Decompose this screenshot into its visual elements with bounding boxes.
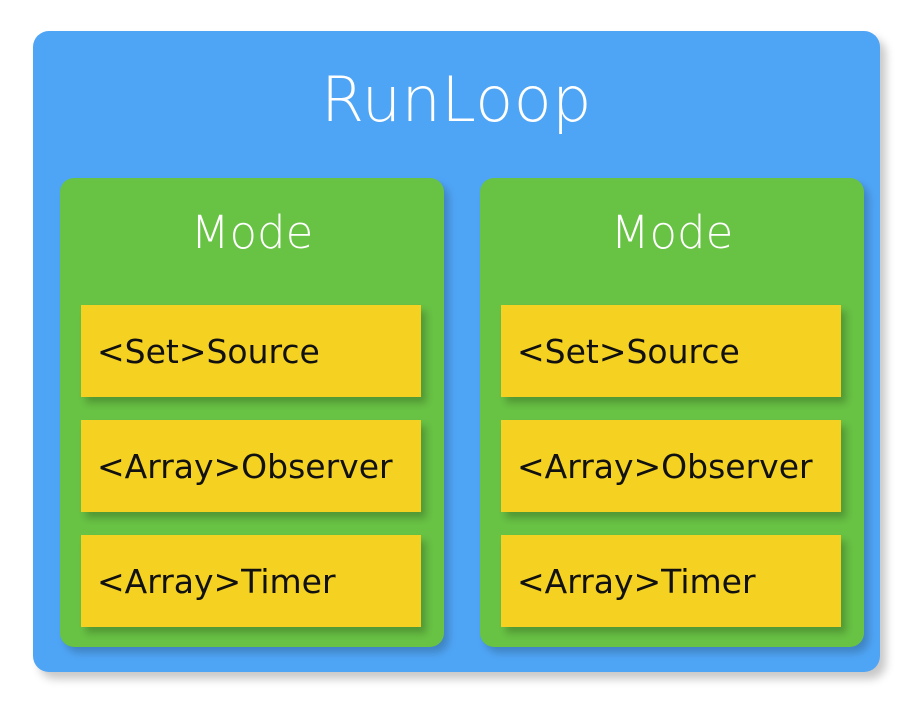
mode-1-item-source: <Set>Source xyxy=(81,305,421,397)
mode-container-1: Mode <Set>Source <Array>Observer <Array>… xyxy=(60,178,444,647)
mode-1-item-observer: <Array>Observer xyxy=(81,420,421,512)
mode-2-item-observer: <Array>Observer xyxy=(501,420,841,512)
mode-title-2: Mode xyxy=(610,206,734,259)
mode-2-item-observer-label: <Array>Observer xyxy=(517,446,813,486)
mode-1-item-source-label: <Set>Source xyxy=(97,331,320,371)
mode-container-2: Mode <Set>Source <Array>Observer <Array>… xyxy=(480,178,864,647)
mode-2-item-source-label: <Set>Source xyxy=(517,331,740,371)
mode-2-item-timer-label: <Array>Timer xyxy=(517,561,756,601)
runloop-title: RunLoop xyxy=(320,63,593,136)
mode-title-1: Mode xyxy=(190,206,314,259)
mode-2-item-source: <Set>Source xyxy=(501,305,841,397)
runloop-container: RunLoop Mode <Set>Source <Array>Observer… xyxy=(33,31,880,672)
mode-1-item-timer-label: <Array>Timer xyxy=(97,561,336,601)
mode-1-item-observer-label: <Array>Observer xyxy=(97,446,393,486)
mode-2-item-timer: <Array>Timer xyxy=(501,535,841,627)
mode-1-item-timer: <Array>Timer xyxy=(81,535,421,627)
